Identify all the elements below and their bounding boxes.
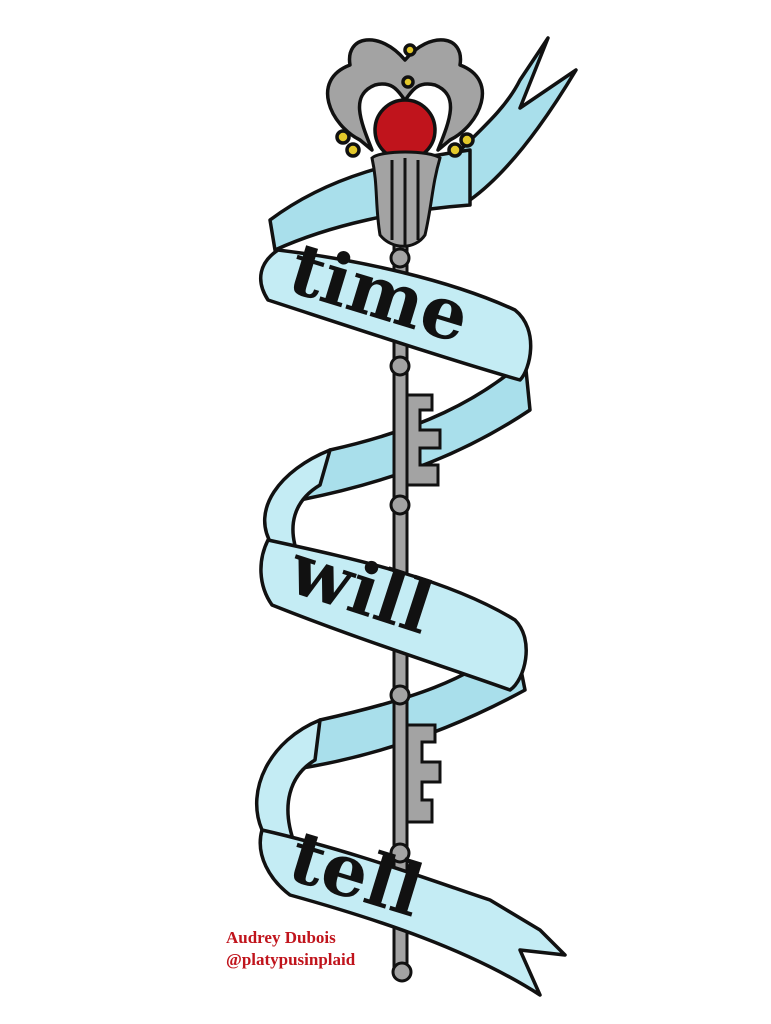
- key-staff-icon: [389, 228, 442, 983]
- credit-name: Audrey Dubois: [226, 928, 336, 947]
- credit-handle: @platypusinplaid: [226, 950, 356, 969]
- banner-word-time: time: [280, 225, 479, 360]
- staff-cup: [370, 150, 442, 248]
- ribbon-banner-icon: [254, 248, 567, 997]
- banner-word-will: will: [279, 525, 443, 651]
- banner-word-tell: tell: [280, 813, 433, 933]
